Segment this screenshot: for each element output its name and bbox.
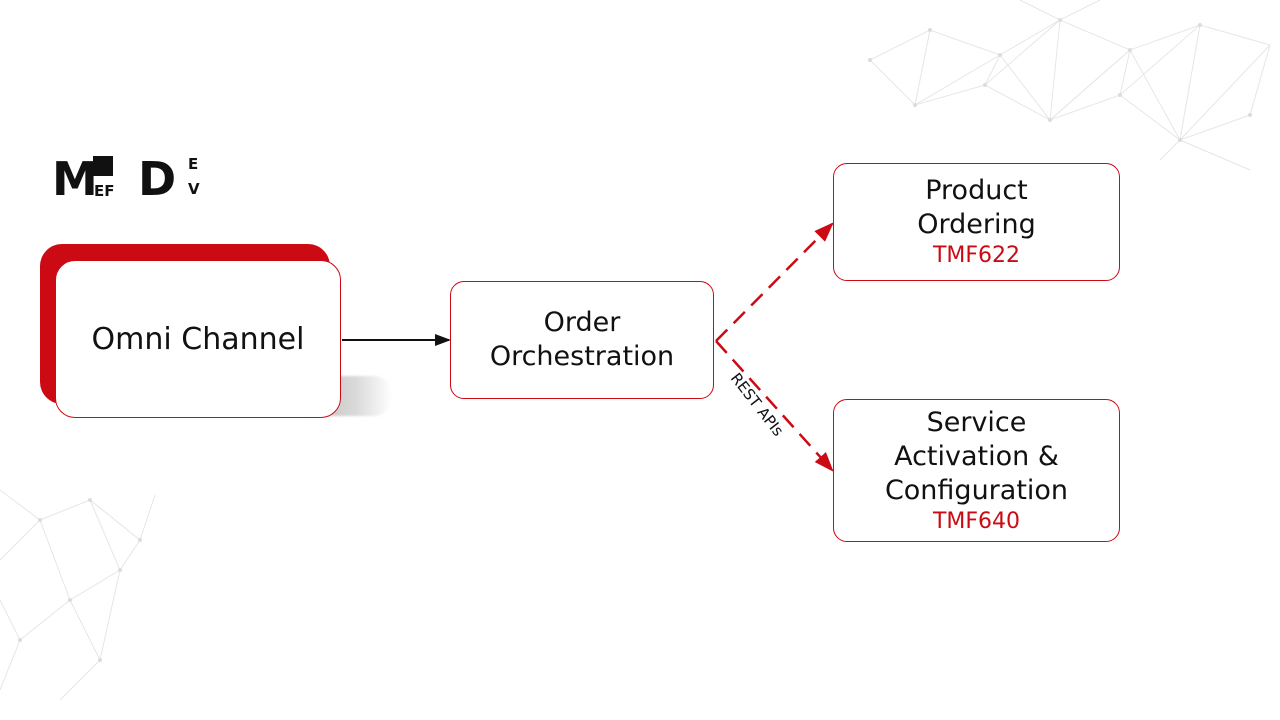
order-orchestration-node: Order Orchestration [450,281,714,399]
arrow-orchestration-to-service-activation [715,340,834,472]
logo-letters-ef: EF [94,182,115,200]
logo-letter-d: D [138,152,177,206]
product-ordering-node: Product Ordering TMF622 [833,163,1120,281]
logo-letter-m: M [52,152,98,206]
service-activation-node: Service Activation & Configuration TMF64… [833,399,1120,542]
product-ordering-line-1: Product [925,175,1028,206]
arrow-orchestration-to-product-ordering [715,222,834,342]
omni-channel-label: Omni Channel [91,321,305,357]
omni-channel-node: Omni Channel [55,260,341,418]
logo-square [93,156,113,176]
product-ordering-line-2: Ordering [917,209,1036,240]
logo-letter-v: V [188,180,200,198]
mef-dev-logo: M EF D E V [52,152,212,202]
order-orchestration-line-1: Order [543,307,621,338]
product-ordering-code: TMF622 [932,243,1021,268]
service-activation-line-2: Activation & [894,440,1059,472]
order-orchestration-line-2: Orchestration [489,341,675,372]
service-activation-code: TMF640 [932,508,1021,534]
service-activation-line-1: Service [926,406,1027,438]
service-activation-line-3: Configuration [884,474,1069,506]
logo-letter-e: E [188,155,199,173]
